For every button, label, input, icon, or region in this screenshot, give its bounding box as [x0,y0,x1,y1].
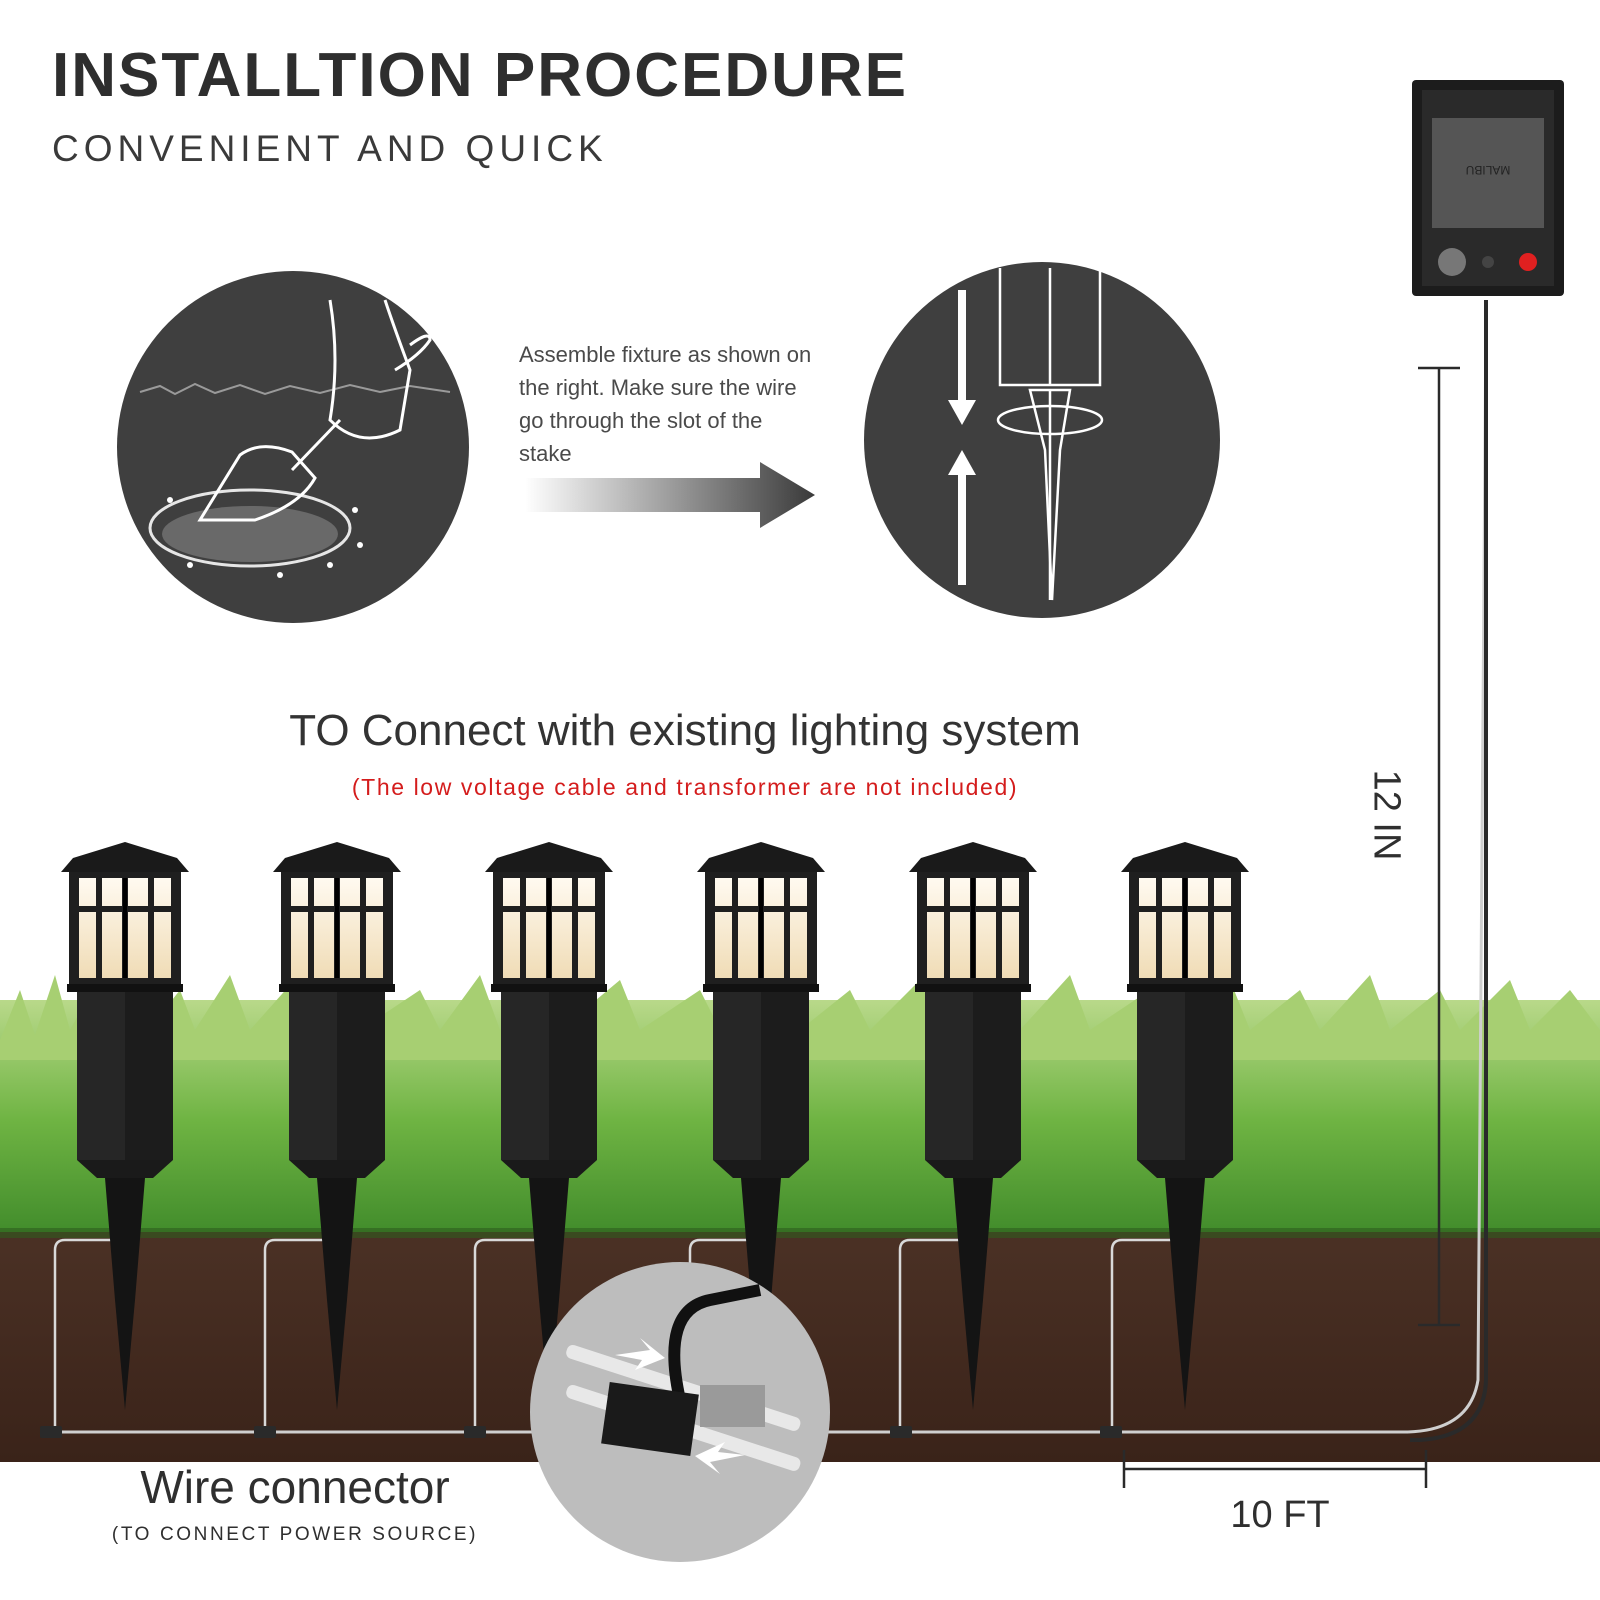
path-light [485,842,613,1410]
height-dimension: 12 IN [1365,769,1408,861]
page-title: INSTALLTION PROCEDURE [52,41,909,110]
path-lights [61,842,1249,1410]
arrow-right-icon [525,462,815,528]
stake-assembly-illustration [864,262,1220,618]
transformer-brand: MALIBU [1466,163,1511,177]
transformer: MALIBU [1412,80,1564,296]
wire-connector-sublabel: (TO CONNECT POWER SOURCE) [111,1524,479,1545]
dimension-lines [1122,366,1460,1488]
path-light [909,842,1037,1410]
path-light [697,842,825,1410]
page-subtitle: CONVENIENT AND QUICK [52,128,608,169]
path-light [1121,842,1249,1410]
not-included-note: (The low voltage cable and transformer a… [351,774,1019,800]
wire-connector-illustration [530,1262,830,1562]
spacing-dimension: 10 FT [1230,1494,1330,1536]
connect-heading: TO Connect with existing lighting system [289,706,1081,755]
wire-connector-label: Wire connector [140,1461,450,1513]
path-light [273,842,401,1410]
dig-hole-illustration [117,271,469,623]
path-light [61,842,189,1410]
feeder-wires [53,1238,1172,1432]
cable-clips [40,1426,1122,1438]
assembly-instruction: Assemble fixture as shown on the right. … [519,342,812,466]
